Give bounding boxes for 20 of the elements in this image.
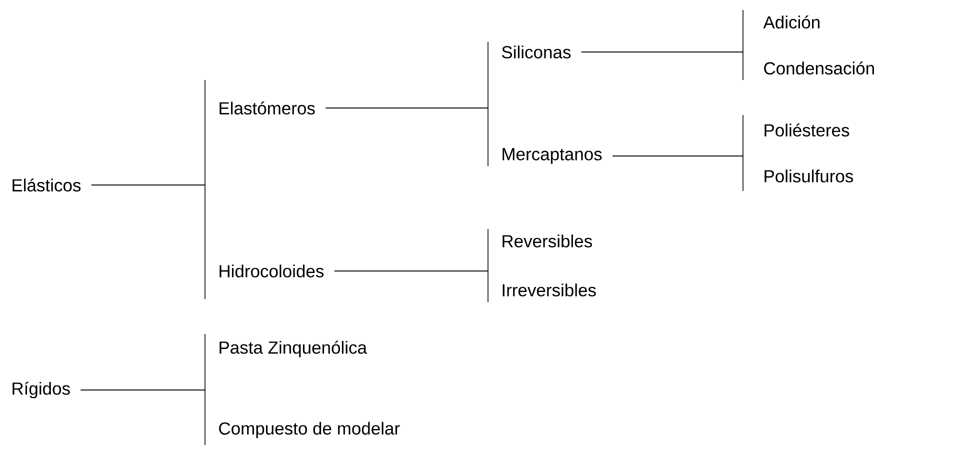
bracket-connector <box>612 156 744 192</box>
node-label: Irreversibles <box>502 284 596 296</box>
node-label: Reversibles <box>502 234 592 248</box>
node-label: Polisulfuros <box>764 170 854 182</box>
bracket-connector <box>581 52 744 80</box>
node-label: Elásticos <box>12 178 81 192</box>
node-label: Adición <box>763 15 820 29</box>
node-label: Pasta Zinquenólica <box>220 340 368 358</box>
node-label: Poliésteres <box>764 123 850 137</box>
node-label: Mercaptanos <box>502 148 602 164</box>
bracket-connector <box>91 184 206 300</box>
bracket-connector <box>325 108 488 166</box>
node-label: Rígidos <box>12 382 70 398</box>
bracket-connector <box>334 270 488 302</box>
node-label: Condensación <box>764 61 874 75</box>
node-label: Siliconas <box>502 46 571 58</box>
node-label: Elastómeros <box>220 101 315 115</box>
node-label: Hidrocoloides <box>220 264 324 278</box>
node-label: Compuesto de modelar <box>219 422 400 438</box>
bracket-connector <box>80 390 206 446</box>
